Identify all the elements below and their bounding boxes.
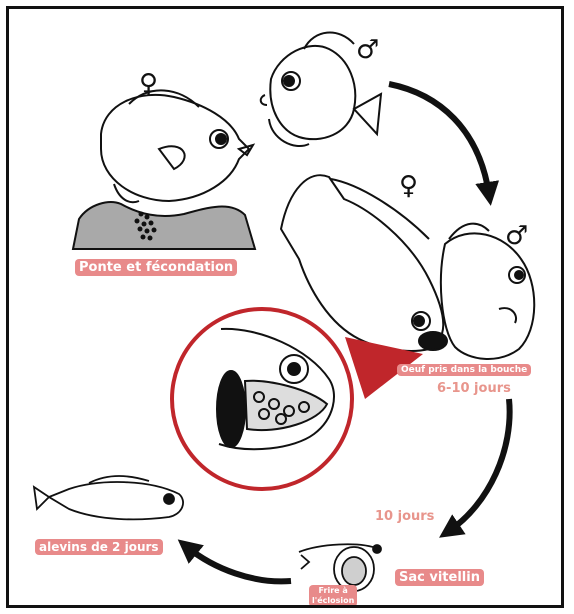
arrow-yolk-to-fry xyxy=(187,547,291,581)
female-symbol-spawning: ♀ xyxy=(139,71,158,97)
label-duration-yolk: 10 jours xyxy=(375,509,434,524)
label-hatch-fry-line2: l'éclosion xyxy=(312,596,354,606)
diagram-frame: ♀ ♂ ♀ ♂ Ponte et fécondation Oeuf pris d… xyxy=(6,6,564,608)
arrow-pair-to-yolk xyxy=(449,399,510,531)
label-mouth-egg: Oeuf pris dans la bouche xyxy=(397,364,531,376)
rock-shape xyxy=(73,202,255,249)
lifecycle-illustration xyxy=(9,9,564,608)
female-fish-spawning xyxy=(101,90,253,202)
label-fry-2days: alevins de 2 jours xyxy=(35,539,163,555)
label-hatch-fry-line1: Frire à xyxy=(312,586,354,596)
label-hatch-fry: Frire à l'éclosion xyxy=(309,585,357,607)
female-symbol-pair: ♀ xyxy=(399,173,418,199)
yolk-sac-larva xyxy=(299,544,381,591)
label-duration-mouth: 6-10 jours xyxy=(437,381,511,396)
label-yolk-sac: Sac vitellin xyxy=(395,569,484,586)
male-symbol-top: ♂ xyxy=(356,37,379,63)
male-symbol-pair: ♂ xyxy=(505,223,528,249)
two-day-fry xyxy=(34,476,183,519)
label-spawning: Ponte et fécondation xyxy=(75,259,237,276)
